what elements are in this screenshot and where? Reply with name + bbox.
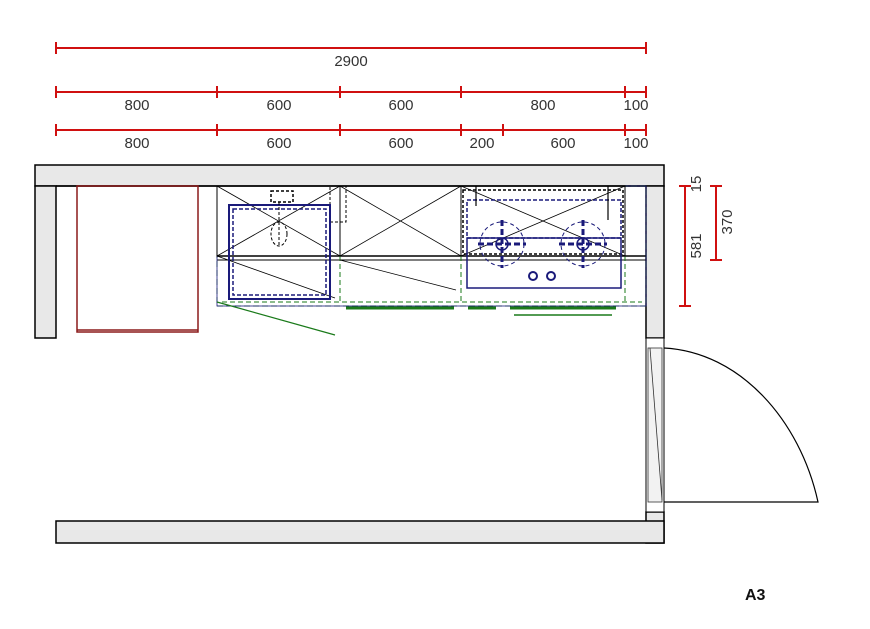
dim-row2-label-1: 800 (124, 135, 149, 152)
walls (34, 164, 665, 544)
dim-row1-label-3: 600 (388, 97, 413, 114)
dim-row2-label-3: 600 (388, 135, 413, 152)
wall-right-upper (645, 185, 665, 339)
dim-row1-label-5: 100 (623, 97, 648, 114)
dim-row2-label-5: 600 (550, 135, 575, 152)
door (645, 337, 819, 513)
wall-top (34, 164, 665, 187)
hob (466, 186, 622, 289)
faucet-icon (270, 190, 294, 203)
wall-bottom (55, 520, 665, 544)
dim-row1-label-2: 600 (266, 97, 291, 114)
dim-vertical-inner-label: 370 (719, 209, 736, 234)
small-cabinet (329, 185, 347, 223)
fridge-unit (76, 185, 199, 333)
dim-row1-label-1: 800 (124, 97, 149, 114)
sheet-label: A3 (745, 587, 766, 604)
dimension-vertical-inner: 370 (710, 185, 736, 261)
door-leaf (647, 347, 663, 503)
dimension-vertical-outer: 581 15 (679, 176, 705, 307)
dim-row2-label-6: 100 (623, 135, 648, 152)
dim-vertical-outer-label: 581 (688, 233, 705, 258)
burner-right-icon (559, 220, 607, 268)
hob-knobs-icon (528, 271, 556, 281)
dimension-row-1: 800 600 600 800 100 (55, 86, 649, 114)
dim-row2-label-2: 600 (266, 135, 291, 152)
base-cabinet-doors (216, 255, 457, 336)
dim-total-label: 2900 (334, 53, 367, 70)
wall-cabinet-2 (339, 185, 462, 257)
burner-left-icon (478, 220, 526, 268)
dim-row1-label-4: 800 (530, 97, 555, 114)
door-swing-arc (663, 347, 819, 503)
dimension-total: 2900 (55, 42, 647, 70)
sink (228, 190, 331, 300)
dim-row2-label-4: 200 (469, 135, 494, 152)
dimension-row-2: 800 600 600 200 600 100 (55, 124, 649, 152)
wall-left (34, 185, 57, 339)
dim-vertical-top-label: 15 (688, 176, 705, 193)
cabinet-handles (346, 306, 616, 316)
